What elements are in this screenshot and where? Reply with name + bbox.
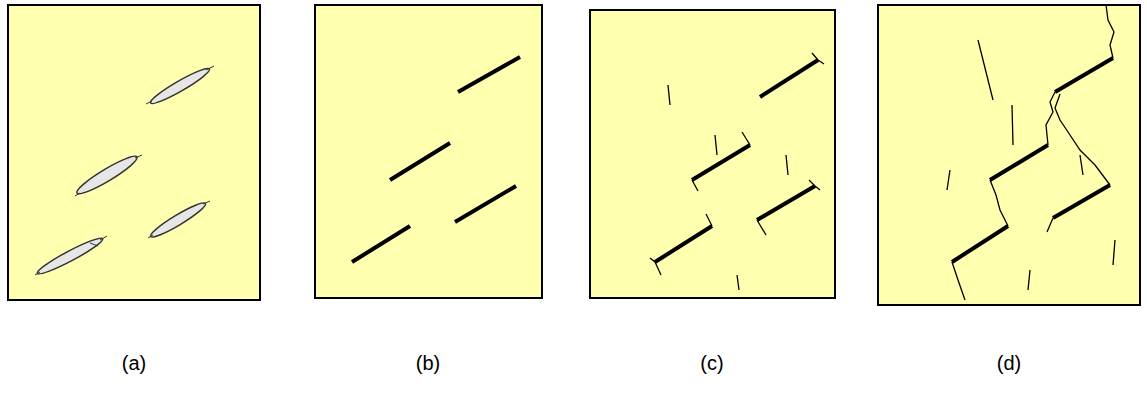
panel-label: (b) (416, 352, 440, 375)
coalesced-cracks (947, 5, 1115, 300)
closed-flaws (952, 58, 1113, 262)
panel-label: (a) (122, 352, 146, 375)
closed-flaws (352, 57, 520, 262)
flaw-tips (35, 66, 214, 275)
panel-letter: (b) (416, 352, 440, 374)
panel-letter: (c) (700, 352, 723, 374)
panel-label: (d) (997, 352, 1021, 375)
panel-b (315, 5, 542, 298)
panel-letter: (a) (122, 352, 146, 374)
panel-letter: (d) (997, 352, 1021, 374)
panel-a (8, 5, 260, 300)
panel-c (590, 10, 835, 298)
open-flaws (35, 65, 212, 278)
panel-d (878, 5, 1140, 305)
closed-flaws (655, 60, 818, 262)
wing-cracks (650, 53, 824, 290)
panel-label: (c) (700, 352, 723, 375)
